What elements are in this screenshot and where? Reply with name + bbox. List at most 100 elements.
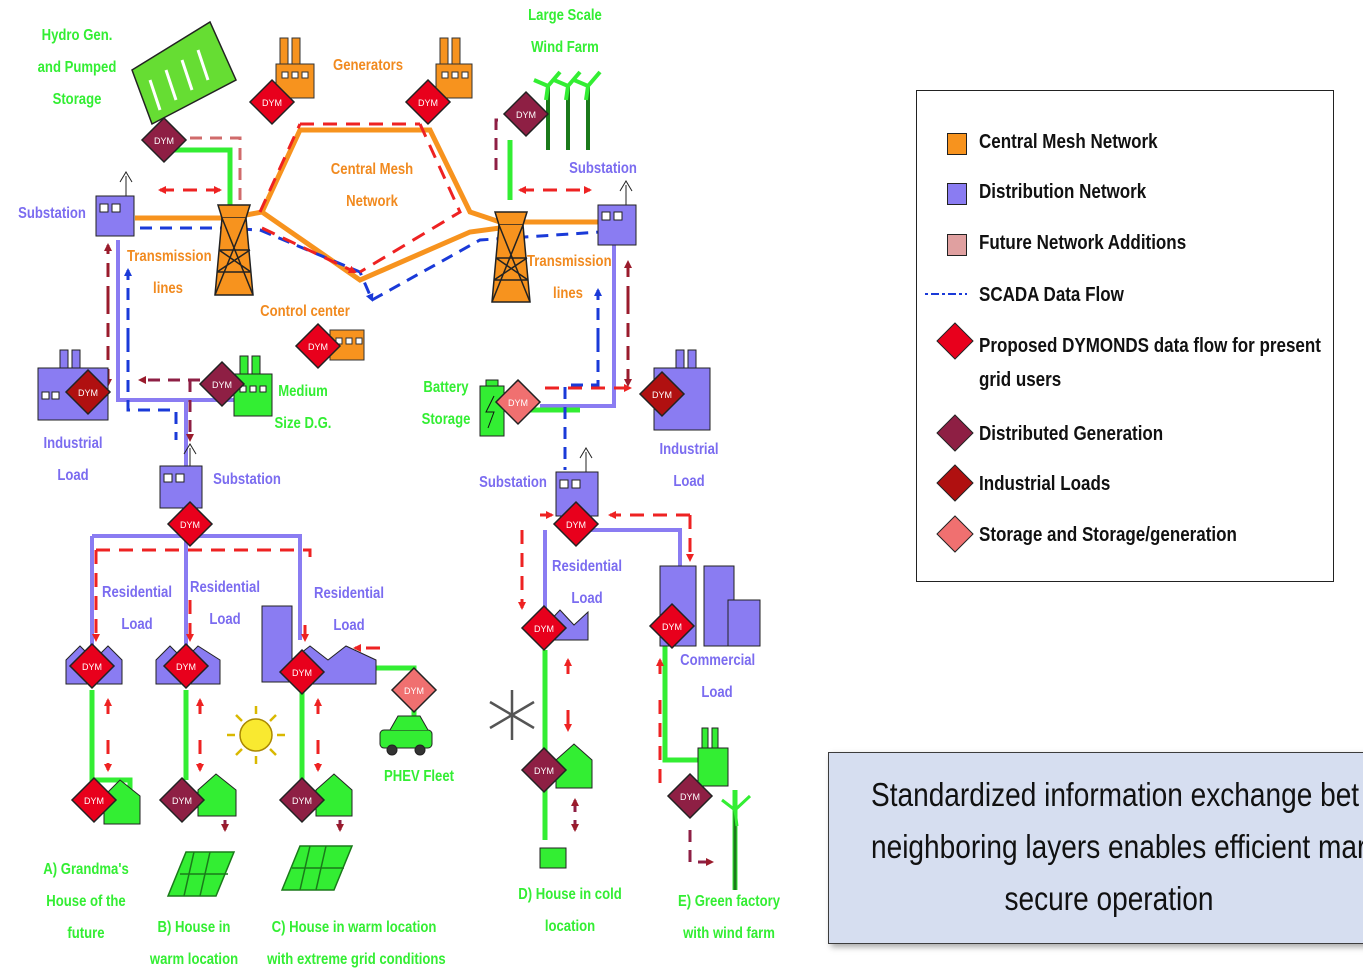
svg-text:DYM: DYM bbox=[82, 662, 102, 672]
svg-text:DYM: DYM bbox=[172, 796, 192, 806]
callout-text: Standardized information exchange bet ne… bbox=[871, 776, 1363, 917]
legend-scada-line-icon bbox=[925, 293, 967, 295]
hydro-dam-icon bbox=[131, 20, 237, 126]
legend-industrial-diamond-icon bbox=[936, 464, 974, 502]
svg-text:DYM: DYM bbox=[292, 796, 312, 806]
svg-text:DYM: DYM bbox=[154, 136, 174, 146]
svg-text:DYM: DYM bbox=[566, 520, 586, 530]
control-center-label: Control center bbox=[260, 303, 350, 320]
phev-label: PHEV Fleet bbox=[383, 768, 454, 785]
svg-text:DYM: DYM bbox=[516, 110, 536, 120]
svg-text:DYM: DYM bbox=[418, 98, 438, 108]
substation-right-label: Substation bbox=[569, 160, 637, 177]
dym-res-3: DYM bbox=[278, 648, 326, 696]
svg-text:DYM: DYM bbox=[262, 98, 282, 108]
central-mesh-label: Central Mesh Network bbox=[330, 161, 414, 210]
legend-swatch-distribution bbox=[947, 183, 967, 205]
house-a-label: A) Grandma's House of the future bbox=[43, 861, 129, 942]
transmission-left-label: Transmission lines bbox=[127, 248, 212, 297]
legend-dist-gen: Distributed Generation bbox=[979, 423, 1164, 445]
legend-distribution: Distribution Network bbox=[979, 181, 1147, 203]
svg-text:DYM: DYM bbox=[84, 796, 104, 806]
svg-text:DYM: DYM bbox=[508, 398, 528, 408]
substation-left-label: Substation bbox=[18, 205, 86, 222]
battery-icon bbox=[479, 379, 505, 437]
legend-industrial: Industrial Loads bbox=[979, 473, 1111, 495]
svg-text:DYM: DYM bbox=[652, 390, 672, 400]
dym-house-b: DYM bbox=[158, 776, 206, 824]
scada-data-flow bbox=[124, 226, 602, 470]
generator-factory-left bbox=[275, 37, 315, 99]
legend-storage-diamond-icon bbox=[936, 515, 974, 553]
svg-text:DYM: DYM bbox=[180, 520, 200, 530]
sun-icon bbox=[227, 706, 285, 764]
res-load-3-label: Residential Load bbox=[313, 585, 384, 634]
house-b-label: B) House in warm location bbox=[149, 919, 239, 968]
dym-res-1: DYM bbox=[68, 642, 116, 690]
dym-commercial: DYM bbox=[648, 602, 696, 650]
industrial-left-label: Industrial Load bbox=[43, 435, 103, 484]
dym-house-e: DYM bbox=[666, 772, 714, 820]
legend-dist-gen-diamond-icon bbox=[936, 414, 974, 452]
legend-central-mesh: Central Mesh Network bbox=[979, 131, 1158, 153]
substation-mid-left-label: Substation bbox=[213, 471, 281, 488]
res-load-1-label: Residential Load bbox=[101, 584, 172, 633]
house-c-label: C) House in warm location with extreme g… bbox=[267, 919, 446, 968]
callout-box: Standardized information exchange bet ne… bbox=[828, 752, 1363, 944]
dym-diamonds: DYM DYM DYM DYM DYM DYM DYM DYM DYM DYM … bbox=[64, 78, 714, 824]
legend-storage: Storage and Storage/generation bbox=[979, 524, 1237, 546]
industrial-right-label: Industrial Load bbox=[659, 441, 719, 490]
legend: Central Mesh Network Distribution Networ… bbox=[916, 90, 1334, 582]
green-factory-icon bbox=[697, 727, 729, 787]
small-windmill-icon bbox=[721, 794, 752, 890]
substations bbox=[95, 171, 637, 517]
battery-label: Battery Storage bbox=[421, 379, 471, 428]
legend-dymonds-diamond-icon bbox=[936, 322, 974, 360]
svg-text:DYM: DYM bbox=[662, 622, 682, 632]
dymonds-data-flow bbox=[92, 122, 694, 790]
dym-res-2: DYM bbox=[162, 642, 210, 690]
substation-mid-right-label: Substation bbox=[479, 474, 547, 491]
commercial-label: Commercial Load bbox=[680, 652, 756, 701]
hydro-label: Hydro Gen. and Pumped Storage bbox=[37, 27, 117, 108]
solar-panels bbox=[166, 845, 354, 897]
dym-control: DYM bbox=[294, 322, 342, 370]
dym-hydro: DYM bbox=[140, 116, 188, 164]
generator-factory-right bbox=[435, 37, 473, 99]
dym-battery: DYM bbox=[494, 378, 542, 426]
dym-medium-dg: DYM bbox=[198, 360, 246, 408]
dym-wind: DYM bbox=[502, 90, 550, 138]
dym-house-d: DYM bbox=[520, 746, 568, 794]
dym-substation-left: DYM bbox=[166, 500, 214, 548]
legend-future: Future Network Additions bbox=[979, 232, 1187, 254]
transmission-tower-right bbox=[491, 211, 531, 303]
snowflake-icon bbox=[489, 690, 535, 740]
svg-text:DYM: DYM bbox=[534, 766, 554, 776]
svg-text:DYM: DYM bbox=[680, 792, 700, 802]
transmission-tower-left bbox=[214, 204, 254, 296]
dym-gen-right: DYM bbox=[404, 78, 452, 126]
dym-house-c: DYM bbox=[278, 776, 326, 824]
legend-dymonds: Proposed DYMONDS data flow for present g… bbox=[979, 335, 1321, 391]
green-houses bbox=[103, 743, 593, 869]
house-d-label: D) House in cold location bbox=[518, 886, 622, 935]
svg-text:DYM: DYM bbox=[78, 388, 98, 398]
legend-swatch-central-mesh bbox=[947, 133, 967, 155]
future-additions bbox=[190, 136, 242, 205]
res-load-4-label: Residential Load bbox=[551, 558, 622, 607]
svg-text:DYM: DYM bbox=[176, 662, 196, 672]
phev-car-icon bbox=[379, 715, 433, 756]
svg-text:DYM: DYM bbox=[404, 686, 424, 696]
svg-text:DYM: DYM bbox=[308, 342, 328, 352]
medium-dg-label: Medium Size D.G. bbox=[274, 383, 332, 432]
wind-farm-label: Large Scale Wind Farm bbox=[528, 7, 602, 56]
wind-farm-icon bbox=[533, 70, 602, 150]
generators-label: Generators bbox=[332, 57, 404, 74]
dym-substation-right: DYM bbox=[552, 500, 600, 548]
dym-phev: DYM bbox=[390, 666, 438, 714]
res-load-2-label: Residential Load bbox=[189, 579, 260, 628]
svg-text:DYM: DYM bbox=[534, 624, 554, 634]
legend-scada: SCADA Data Flow bbox=[979, 284, 1124, 306]
svg-text:DYM: DYM bbox=[212, 380, 232, 390]
